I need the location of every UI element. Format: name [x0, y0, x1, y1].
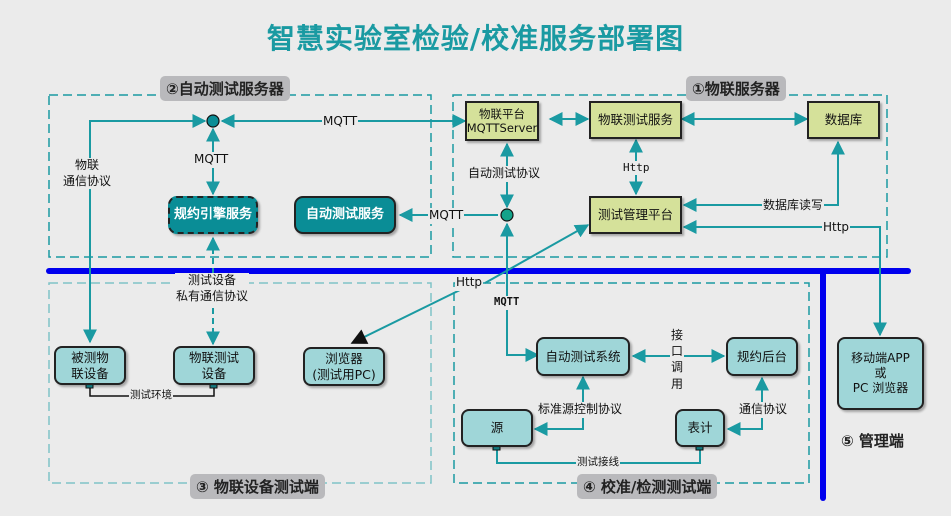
label-test-wiring: 测试接线: [576, 456, 620, 470]
edge-db-rw: [682, 140, 845, 212]
zone-label-calibration-test: ④ 校准/检测测试端: [577, 474, 718, 499]
zone-iot-server-border: [452, 94, 888, 258]
label-http-mid: Http: [622, 161, 651, 176]
node-database[interactable]: 数据库: [807, 101, 880, 139]
label-private-protocol: 测试设备 私有通信协议: [175, 273, 250, 305]
label-auto-test-protocol: 自动测试协议: [467, 166, 542, 182]
label-mqtt-mid: MQTT: [428, 208, 465, 224]
node-mobile-app-or-pc-browser[interactable]: 移动端APP 或 PC 浏览器: [837, 337, 924, 410]
label-interface-call: 接 口 调 用: [670, 327, 685, 392]
edge-backend-to-meter: [726, 376, 769, 436]
node-device-under-test[interactable]: 被测物 联设备: [54, 346, 126, 385]
label-db-read-write: 数据库读写: [762, 198, 825, 214]
label-http-browser: Http: [455, 275, 484, 291]
label-std-source-protocol: 标准源控制协议: [537, 402, 624, 418]
zone-label-management: ⑤ 管理端: [841, 432, 904, 450]
label-comm-protocol: 通信协议: [738, 402, 789, 418]
label-mqtt-bottom: MQTT: [493, 296, 521, 310]
node-test-management-platform[interactable]: 测试管理平台: [589, 196, 682, 234]
edge-mgmt-to-mobile: [682, 220, 887, 337]
node-meter[interactable]: 表计: [675, 409, 725, 447]
node-auto-test-service[interactable]: 自动测试服务: [294, 196, 396, 234]
edge-browser-to-mgmt: [484, 224, 590, 284]
label-mqtt-vertical: MQTT: [193, 152, 230, 168]
node-protocol-backend[interactable]: 规约后台: [726, 337, 798, 376]
node-source[interactable]: 源: [461, 409, 533, 447]
mqtt-hub-mid: [500, 208, 514, 222]
node-auto-test-system[interactable]: 自动测试系统: [536, 337, 630, 376]
label-http-right: Http: [822, 220, 851, 236]
zone-label-auto-test-server: ②自动测试服务器: [160, 76, 290, 101]
edge-http-to-browser: [350, 289, 461, 344]
edge-autotest-system-to-hubmid: [500, 222, 540, 362]
mqtt-hub-top: [206, 114, 220, 128]
node-browser-test-pc[interactable]: 浏览器 (测试用PC): [303, 347, 385, 386]
node-protocol-engine-service[interactable]: 规约引擎服务: [168, 196, 258, 234]
edge-autotest-system-to-source: [533, 375, 590, 436]
label-iot-protocol: 物联 通信协议: [62, 158, 113, 190]
page-title: 智慧实验室检验/校准服务部署图: [266, 22, 685, 55]
node-iot-platform[interactable]: 物联平台 MQTTServer: [465, 101, 539, 141]
label-test-environment: 测试环境: [129, 389, 173, 403]
node-iot-test-service[interactable]: 物联测试服务: [589, 101, 682, 139]
zone-label-iot-server: ①物联服务器: [686, 76, 786, 101]
node-iot-test-device[interactable]: 物联测试 设备: [173, 346, 255, 385]
zone-label-iot-device-test: ③ 物联设备测试端: [190, 474, 325, 499]
edge-device-to-hub: [89, 114, 207, 340]
label-mqtt-top: MQTT: [322, 114, 359, 130]
